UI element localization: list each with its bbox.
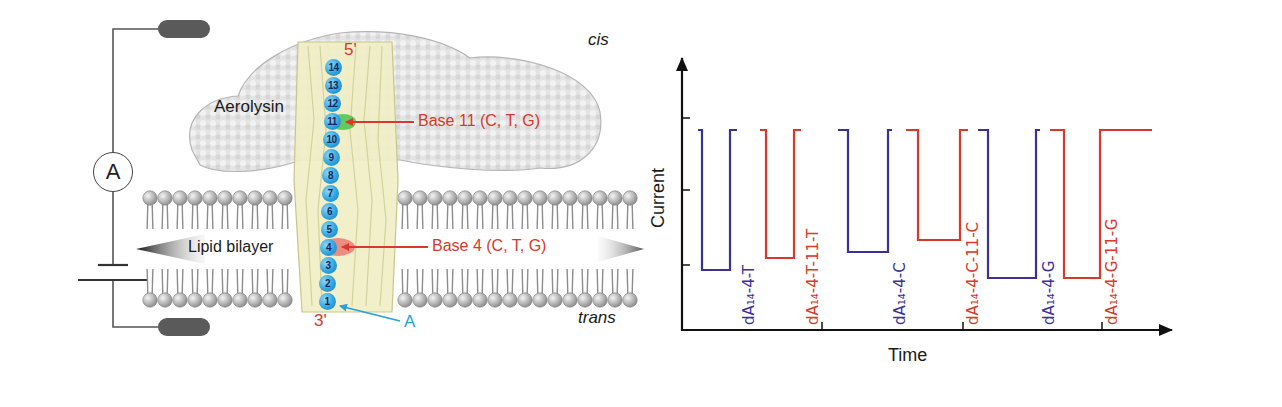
bead-number: 8 xyxy=(328,170,333,181)
bead-number: 2 xyxy=(325,278,330,289)
bead-number: 14 xyxy=(328,62,338,73)
base-callout: Base 4 (C, T, G) xyxy=(432,237,546,255)
trace-label: dA₁₄-4-G xyxy=(1041,261,1058,325)
bead-number: 4 xyxy=(326,242,331,253)
bead-number: 7 xyxy=(327,188,332,199)
base-callout: Base 11 (C, T, G) xyxy=(418,112,540,130)
nucleotide-bead: 14 xyxy=(325,59,342,76)
bead-number: 3 xyxy=(325,260,330,271)
nucleotide-bead: 7 xyxy=(322,185,339,202)
nucleotide-bead: 5 xyxy=(321,221,338,238)
nucleotide-bead: 13 xyxy=(325,77,342,94)
nucleotide-bead: 10 xyxy=(323,131,340,148)
battery-symbol xyxy=(78,265,148,280)
side-label: trans xyxy=(578,308,616,328)
nucleotide-bead: 11 xyxy=(324,113,341,130)
nucleotide-bead: 3 xyxy=(320,257,337,274)
nucleotide-bead: 12 xyxy=(324,95,341,112)
trace-label: dA₁₄-4-T xyxy=(741,265,758,325)
bead-number: 6 xyxy=(327,206,332,217)
axis-title: Current xyxy=(648,168,669,228)
axis-ticks xyxy=(682,118,1102,330)
bead-number: 9 xyxy=(328,152,333,163)
ammeter-letter: A xyxy=(106,159,121,185)
nucleotide-bead: 4 xyxy=(320,239,337,256)
bead-number: 11 xyxy=(327,116,337,127)
base-callout: A xyxy=(404,312,415,332)
nucleotide-bead: 8 xyxy=(322,167,339,184)
strand-end: 5' xyxy=(344,40,357,60)
bead-number: 12 xyxy=(327,98,337,109)
trace-label: dA₁₄-4-C-11-C xyxy=(965,222,982,325)
current-trace xyxy=(698,130,1152,278)
strand-end: 3' xyxy=(314,311,327,331)
chart-axes xyxy=(681,58,1172,331)
stem-strands xyxy=(306,46,386,306)
electrode xyxy=(158,318,210,336)
aerolysin-stem xyxy=(294,42,398,312)
axis-title: Time xyxy=(888,345,927,366)
nucleotide-bead: 6 xyxy=(321,203,338,220)
leader-arrow xyxy=(340,306,400,321)
bead-number: 13 xyxy=(328,80,338,91)
nucleotide-bead: 2 xyxy=(319,275,336,292)
protein-name: Aerolysin xyxy=(214,97,284,117)
ammeter-symbol: A xyxy=(93,152,133,192)
bilayer-shading xyxy=(598,236,644,262)
nucleotide-bead: 1 xyxy=(319,293,336,310)
bead-number: 1 xyxy=(324,296,329,307)
bead-number: 5 xyxy=(326,224,331,235)
trace-label: dA₁₄-4-T-11-T xyxy=(805,229,822,325)
bead-number: 10 xyxy=(326,134,336,145)
leader-arrow xyxy=(346,121,414,123)
nucleotide-bead: 9 xyxy=(323,149,340,166)
leader-arrow xyxy=(342,246,428,248)
trace-label: dA₁₄-4-G-11-G xyxy=(1104,219,1121,325)
electrode xyxy=(158,20,210,38)
side-label: cis xyxy=(588,30,609,50)
membrane-label: Lipid bilayer xyxy=(188,238,273,256)
trace-label: dA₁₄-4-C xyxy=(892,262,909,325)
